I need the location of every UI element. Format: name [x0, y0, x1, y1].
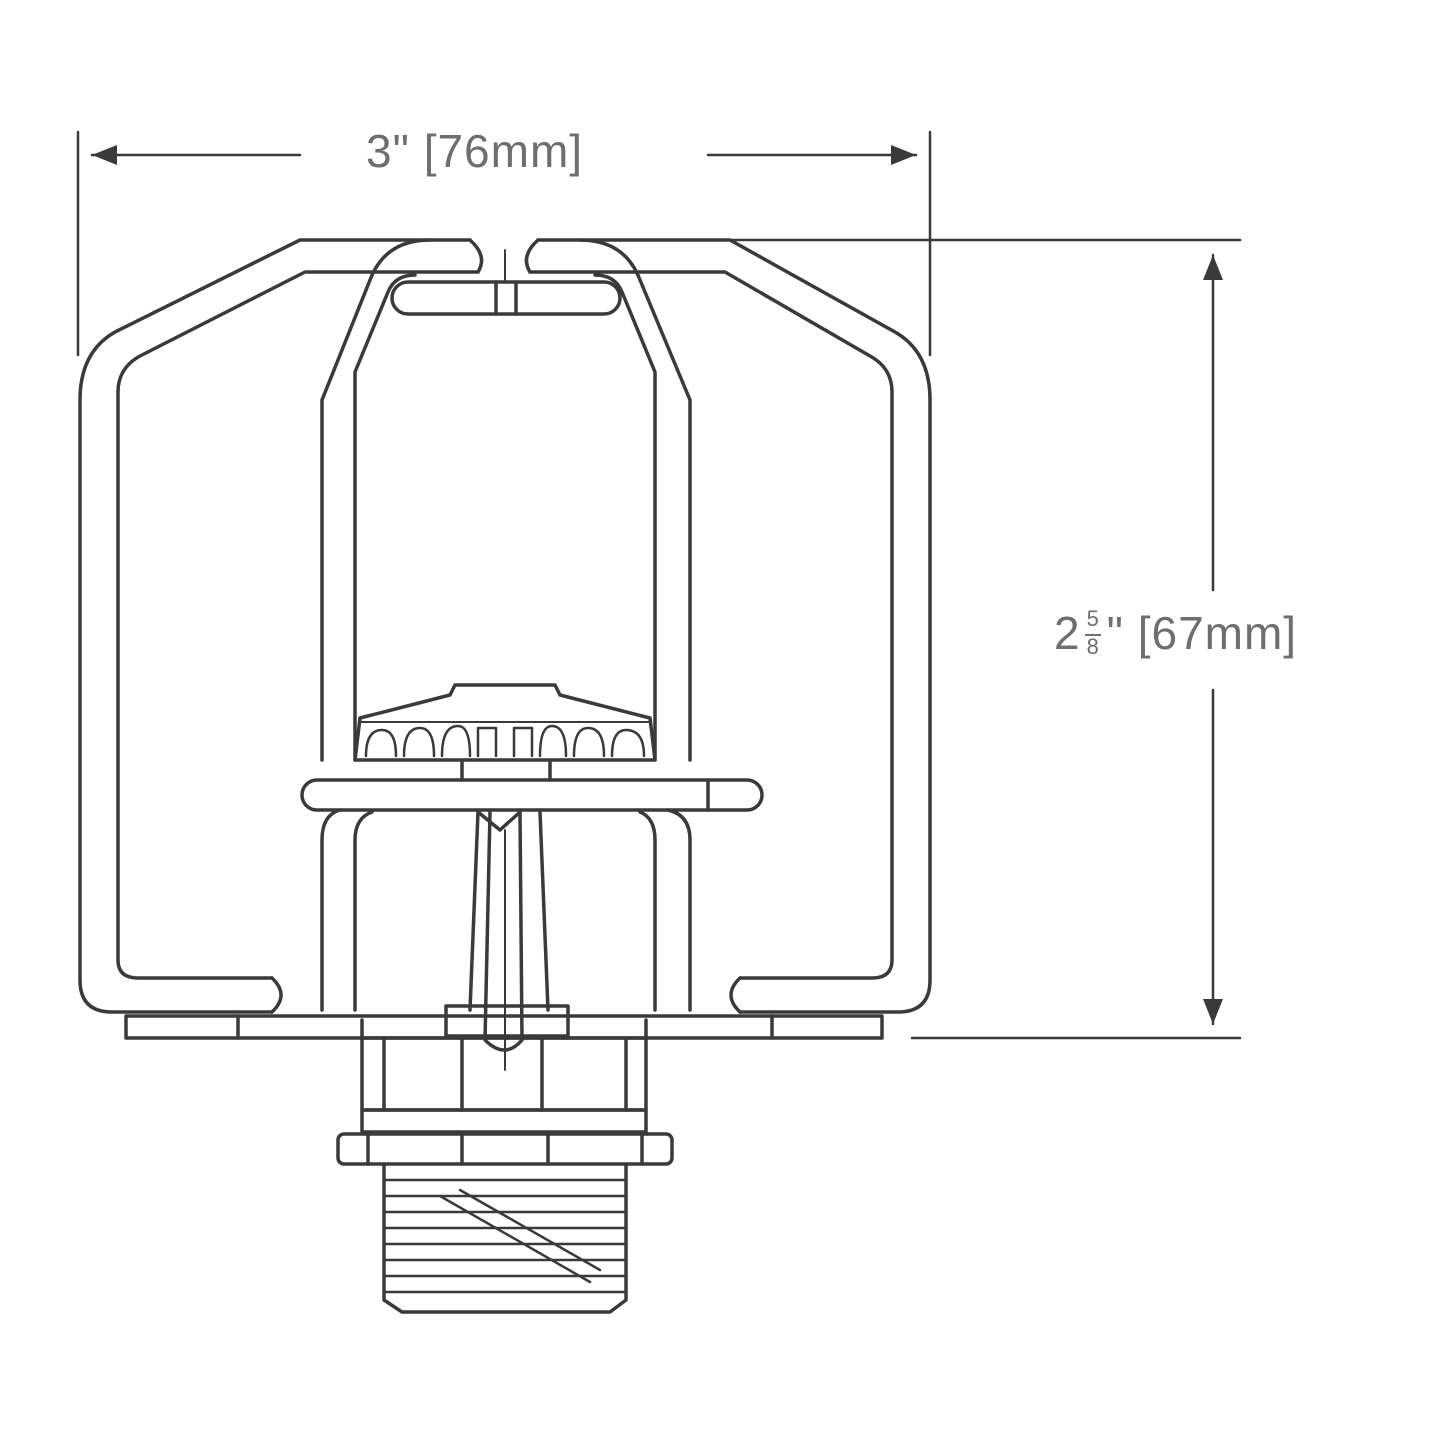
height-whole: 2	[1054, 607, 1081, 659]
glass-bulb	[468, 810, 550, 1071]
frame-arms	[320, 238, 692, 762]
width-dimension	[76, 130, 932, 357]
width-dimension-label: 3" [76mm]	[366, 125, 584, 177]
outer-guard-left	[78, 238, 484, 1014]
hex-nut	[336, 1132, 674, 1166]
height-numerator: 5	[1086, 606, 1100, 631]
outer-guard-right	[524, 238, 932, 1014]
deflector	[353, 683, 657, 782]
frame-bridge	[390, 249, 622, 316]
height-suffix: " [67mm]	[1106, 607, 1298, 659]
frame-legs	[320, 808, 692, 1012]
height-dimension	[718, 238, 1242, 1040]
threaded-inlet	[382, 1162, 628, 1314]
height-denominator: 8	[1086, 634, 1100, 659]
sprinkler-body	[360, 1018, 648, 1134]
collar-ring	[300, 778, 764, 812]
